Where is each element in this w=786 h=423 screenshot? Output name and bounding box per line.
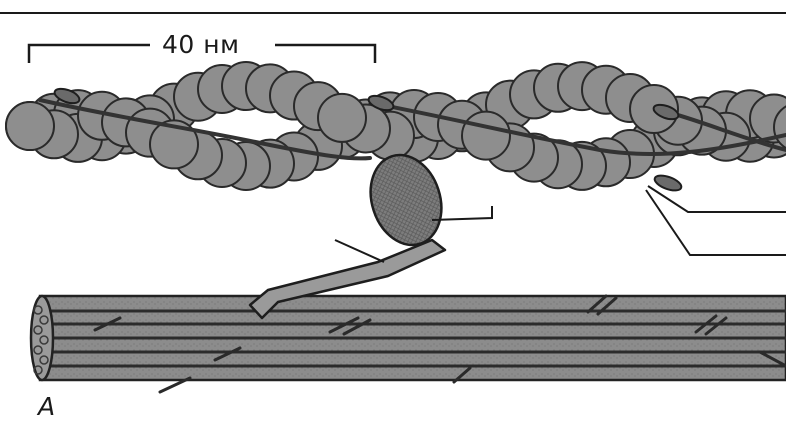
actin-monomer — [462, 112, 510, 160]
label-box-blank — [494, 203, 634, 235]
scale-bar-label: 40 нм — [156, 30, 245, 60]
panel-label: А — [38, 392, 55, 421]
actin-monomer — [6, 102, 54, 150]
actin-monomer — [318, 94, 366, 142]
thick-filament — [31, 296, 786, 392]
